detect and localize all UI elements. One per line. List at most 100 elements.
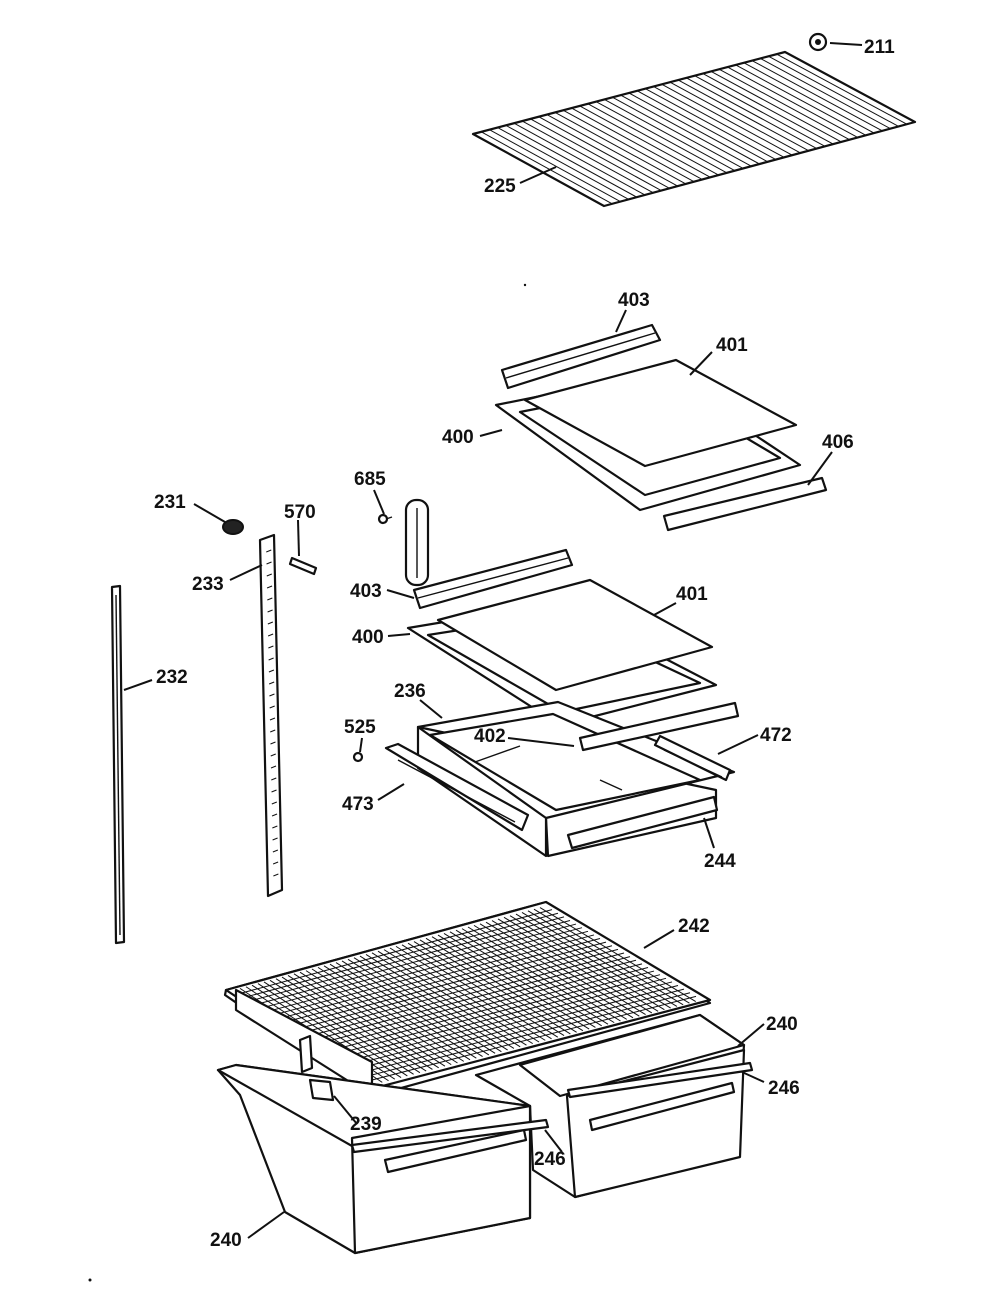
part-685-screw <box>377 513 393 525</box>
callout-232: 232 <box>156 667 188 688</box>
hatch-line <box>270 765 277 769</box>
part-211-fastener <box>808 32 828 52</box>
callout-401-upper: 401 <box>716 335 748 356</box>
hatch-line <box>250 916 565 1002</box>
part-244-front-trim <box>566 795 719 850</box>
callout-244: 244 <box>704 851 736 872</box>
callout-406: 406 <box>822 432 854 453</box>
callout-211: 211 <box>864 37 895 58</box>
hatch-line <box>293 945 613 1031</box>
hatch-line <box>272 861 279 865</box>
hatch-line <box>710 70 842 143</box>
hatch-line <box>266 927 583 1013</box>
hatch-line <box>271 789 277 793</box>
callout-236: 236 <box>394 681 426 702</box>
part-403-upper-trim <box>500 323 662 390</box>
hatch-line <box>269 717 276 721</box>
hatch-line <box>768 55 899 127</box>
hatch-line <box>283 938 601 1024</box>
callout-473: 473 <box>342 794 374 815</box>
hatch-line <box>546 114 678 187</box>
callout-231: 231 <box>154 492 186 513</box>
hatch-line <box>273 873 279 877</box>
hatch-line <box>653 86 785 158</box>
hatch-line <box>595 101 728 174</box>
hatch-line <box>269 705 275 709</box>
hatch-line <box>636 90 768 163</box>
hatch-line <box>505 124 637 198</box>
hatch-line <box>359 988 685 1074</box>
hatch-line <box>669 81 801 154</box>
callout-246-right: 246 <box>768 1078 800 1099</box>
hatch-line <box>269 693 275 697</box>
callout-246-left: 246 <box>534 1149 566 1170</box>
hatch-line <box>326 966 649 1052</box>
part-403-lower-trim <box>412 548 574 610</box>
hatch-line <box>530 118 662 191</box>
hatch-line <box>271 777 277 781</box>
part-225-wire-shelf <box>471 50 917 208</box>
part-401-upper-glass <box>523 358 798 468</box>
hatch-line <box>315 959 637 1045</box>
scan-specks <box>88 283 527 1282</box>
hatch-line <box>268 681 275 685</box>
hatch-line <box>645 88 777 161</box>
callout-403-upper: 403 <box>618 290 650 311</box>
hatch-line <box>332 970 655 1056</box>
hatch-line <box>513 122 646 196</box>
part-525-screw <box>352 751 364 763</box>
callout-240-left: 240 <box>210 1230 242 1251</box>
hatch-line <box>497 127 629 200</box>
hatch-line <box>735 64 867 136</box>
hatch-line <box>270 729 276 733</box>
hatch-line <box>538 116 670 189</box>
callout-242: 242 <box>678 916 710 937</box>
callout-225: 225 <box>484 176 516 197</box>
hatch-line <box>288 941 607 1027</box>
callout-472: 472 <box>760 725 792 746</box>
hatch-line <box>304 952 625 1038</box>
hatch-line <box>354 985 679 1071</box>
hatch-line <box>776 53 908 125</box>
hatch-line <box>277 934 595 1020</box>
part-402-front-trim <box>578 701 740 752</box>
part-406-front-trim <box>662 476 828 532</box>
hatch-line <box>267 633 274 637</box>
hatch-line <box>743 62 875 134</box>
part-242-glass-cover <box>223 900 712 1098</box>
hatch-line <box>267 609 273 613</box>
hatch-line <box>620 94 752 167</box>
hatch-line <box>719 68 850 141</box>
hatch-line <box>266 585 273 589</box>
part-401-lower-glass <box>436 578 714 692</box>
hatch-line <box>587 103 719 176</box>
part-472-slide-rail <box>653 734 732 782</box>
callout-403-lower: 403 <box>350 581 382 602</box>
hatch-line <box>686 77 818 149</box>
callout-239: 239 <box>350 1114 382 1135</box>
hatch-line <box>271 801 277 805</box>
hatch-line <box>612 96 744 169</box>
callout-570: 570 <box>284 502 316 523</box>
hatch-line <box>760 58 891 130</box>
part-246-right-handle-rail <box>566 1061 754 1099</box>
leader-lines <box>123 42 863 1239</box>
hatch-line <box>661 83 793 156</box>
hatch-line <box>272 930 589 1016</box>
callout-401-lower: 401 <box>676 584 708 605</box>
callout-400-upper: 400 <box>442 427 474 448</box>
hatch-line <box>694 75 826 147</box>
hatch-line <box>370 995 697 1081</box>
hatch-line <box>321 963 643 1049</box>
hatch-line <box>571 107 703 180</box>
hatch-line <box>244 912 559 998</box>
hatch-line <box>272 837 278 841</box>
hatch-line <box>271 813 278 817</box>
callout-685: 685 <box>354 469 386 490</box>
hatch-line <box>270 741 276 745</box>
callout-labels: 211 225 403 401 400 406 685 231 570 233 … <box>154 37 895 1251</box>
hatch-line <box>604 99 736 172</box>
hatch-line <box>348 981 673 1067</box>
part-246-left-handle-rail <box>350 1118 550 1154</box>
